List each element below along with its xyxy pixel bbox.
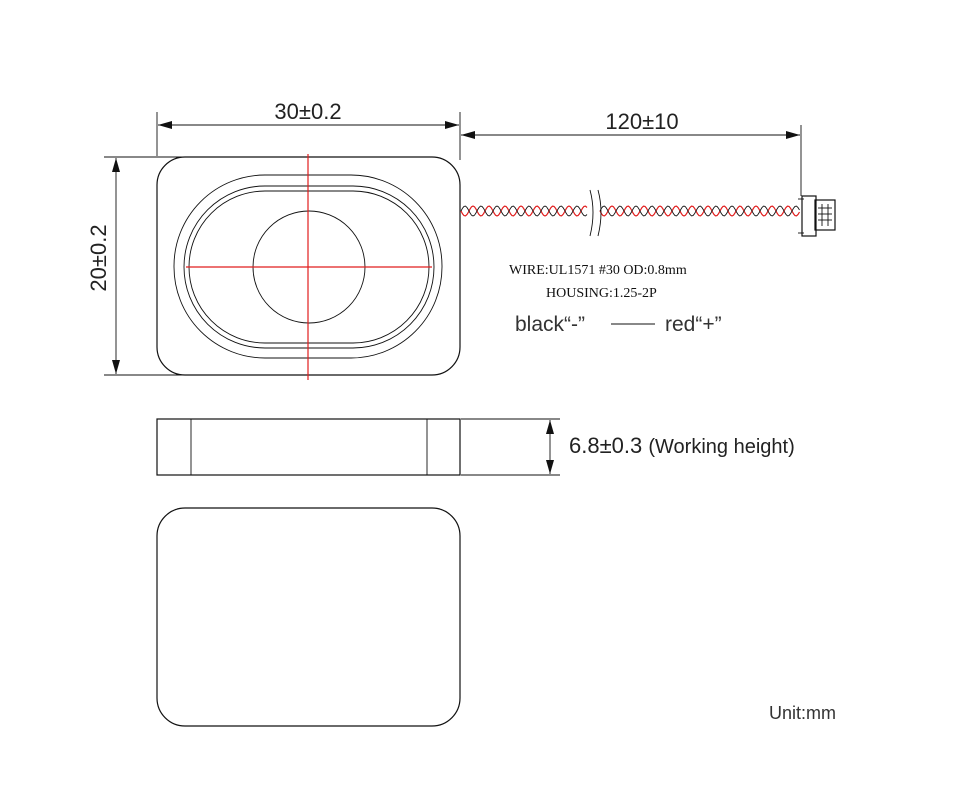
speaker-side-view	[156, 418, 461, 476]
unit-label: Unit:mm	[769, 703, 836, 723]
housing-spec: HOUSING:1.25-2P	[546, 286, 657, 301]
legend-red: red“+”	[665, 313, 722, 336]
cable-length-label: 120±10	[605, 109, 678, 134]
height-dimension-label: 20±0.2	[86, 224, 111, 291]
thickness-dimension: 6.8±0.3 (Working height)	[461, 418, 795, 476]
speaker-back-view	[156, 507, 461, 727]
thickness-label: 6.8±0.3 (Working height)	[569, 433, 795, 458]
width-dimension: 30±0.2	[156, 99, 461, 160]
height-dimension: 20±0.2	[86, 156, 185, 376]
connector-housing	[798, 195, 836, 237]
width-dimension-label: 30±0.2	[274, 99, 341, 124]
wire-spec: WIRE:UL1571 #30 OD:0.8mm	[509, 263, 687, 278]
thickness-note: (Working height)	[648, 436, 794, 458]
speaker-front-view	[156, 154, 461, 380]
twisted-wire	[460, 189, 801, 237]
legend-black: black“-”	[515, 313, 585, 336]
wire-color-legend: black“-” red“+”	[515, 313, 722, 336]
cable-length-dimension: 120±10	[461, 109, 802, 196]
